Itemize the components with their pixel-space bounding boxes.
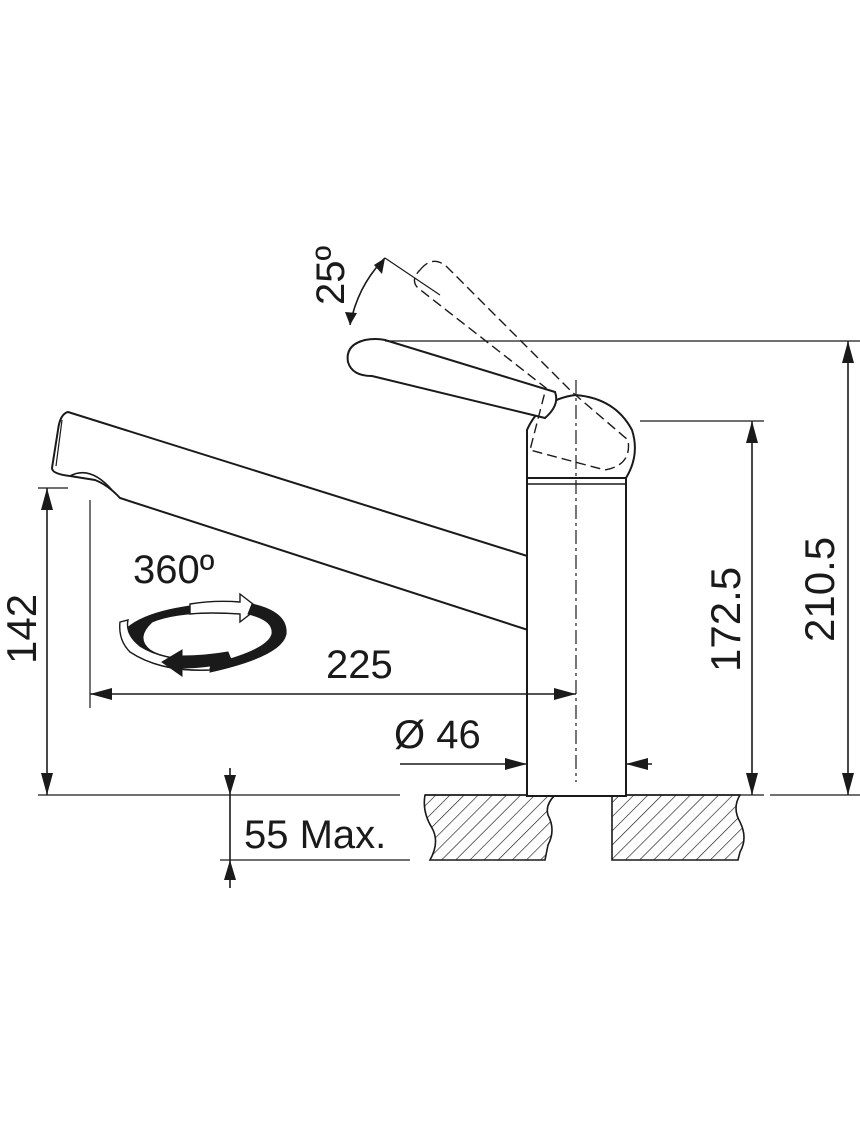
spout-aerator	[69, 471, 113, 491]
rotation-indicator: 360º	[119, 548, 287, 677]
spout-tip-line	[55, 419, 63, 467]
lever-angle-dimension: 25º	[309, 246, 441, 326]
total-height-label: 210.5	[796, 537, 843, 642]
rotation-label: 360º	[133, 548, 215, 592]
spout-reach-label: 225	[326, 643, 393, 687]
spout-height-label: 142	[0, 594, 45, 664]
faucet-spout	[50, 410, 542, 632]
deck-thickness-dimension: 55 Max.	[220, 768, 410, 888]
faucet-lever	[346, 338, 558, 420]
spout-reach-dimension: 225	[89, 500, 576, 708]
countertop-left-section	[423, 794, 557, 861]
faucet-lever-raised-dashed	[413, 260, 630, 471]
body-diameter-label: Ø 46	[394, 713, 481, 757]
countertop-right-section	[610, 794, 745, 861]
countertop	[423, 794, 745, 861]
rotation-arrow-icon	[119, 592, 287, 677]
body-height-dimension: 172.5	[640, 420, 764, 796]
spout-height-dimension: 142	[0, 487, 400, 796]
faucet	[50, 260, 636, 797]
body-diameter-dimension: Ø 46	[394, 713, 652, 770]
total-height-dimension: 210.5	[385, 340, 860, 796]
body-height-label: 172.5	[702, 567, 749, 672]
deck-thickness-label: 55 Max.	[244, 813, 386, 857]
lever-angle-label: 25º	[309, 246, 353, 305]
